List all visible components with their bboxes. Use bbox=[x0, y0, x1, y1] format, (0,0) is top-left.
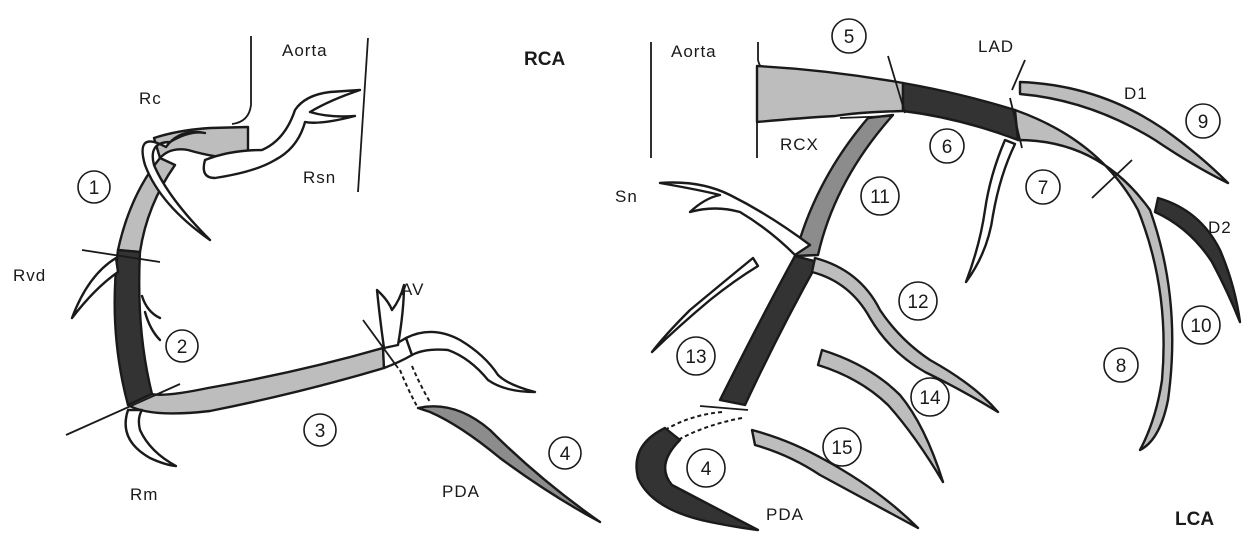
rca-aorta-wall-right bbox=[358, 38, 368, 192]
lca-segment-number-13: 13 bbox=[677, 337, 715, 375]
lca-panel: LCA Aorta LAD RCX Sn D1 D2 PDA 5 6 7 8 9 bbox=[615, 19, 1240, 530]
rca-posterolateral-branch bbox=[406, 332, 535, 392]
lca-label-rcx: RCX bbox=[780, 135, 819, 154]
lca-segment-7-8 bbox=[1015, 110, 1172, 450]
rca-segment-number-1: 1 bbox=[78, 171, 110, 203]
lca-segment-5-left-main bbox=[757, 66, 903, 122]
rca-title: RCA bbox=[524, 49, 565, 70]
lca-label-lad: LAD bbox=[978, 37, 1014, 56]
rca-label-av: AV bbox=[401, 280, 424, 299]
lca-segment-number-10: 10 bbox=[1182, 306, 1220, 344]
svg-text:4: 4 bbox=[560, 444, 571, 465]
lca-sinus-node-branch bbox=[660, 183, 810, 256]
svg-text:9: 9 bbox=[1198, 112, 1209, 133]
lca-segment-number-4: 4 bbox=[687, 449, 725, 487]
lca-segment-number-5: 5 bbox=[832, 19, 866, 53]
lca-label-aorta: Aorta bbox=[671, 42, 717, 61]
rca-segment-number-2: 2 bbox=[166, 330, 198, 362]
rca-label-rvd: Rvd bbox=[13, 266, 46, 285]
lca-segment-number-15: 15 bbox=[823, 428, 861, 466]
svg-text:4: 4 bbox=[701, 459, 712, 480]
lca-label-sn: Sn bbox=[615, 187, 638, 206]
lca-segment-number-11: 11 bbox=[861, 177, 899, 215]
rca-small-twigs bbox=[142, 296, 160, 340]
lca-septal-branch bbox=[966, 140, 1015, 282]
rca-segment-number-3: 3 bbox=[304, 414, 336, 446]
rca-marginal-branch bbox=[126, 410, 176, 466]
rca-segment-1 bbox=[118, 158, 175, 252]
svg-text:5: 5 bbox=[844, 27, 855, 48]
svg-text:6: 6 bbox=[942, 137, 953, 158]
lca-side-branch-13 bbox=[652, 258, 758, 352]
lca-obtuse-marginal-12 bbox=[812, 258, 998, 412]
svg-text:12: 12 bbox=[907, 292, 928, 313]
svg-text:14: 14 bbox=[919, 388, 941, 409]
svg-text:3: 3 bbox=[315, 421, 326, 442]
rca-pda-dashed-connection bbox=[400, 366, 430, 408]
lca-label-d1: D1 bbox=[1124, 84, 1148, 103]
svg-text:10: 10 bbox=[1190, 316, 1211, 337]
svg-text:11: 11 bbox=[870, 187, 890, 208]
lca-segment-number-14: 14 bbox=[911, 378, 949, 416]
rca-aorta-wall bbox=[232, 36, 251, 124]
svg-text:15: 15 bbox=[831, 438, 852, 459]
lca-marker-13-4 bbox=[700, 406, 748, 410]
lca-segment-number-12: 12 bbox=[899, 282, 937, 320]
svg-text:7: 7 bbox=[1038, 178, 1049, 199]
rca-label-pda: PDA bbox=[442, 482, 480, 501]
lca-segment-6 bbox=[903, 83, 1018, 140]
rca-segment-number-4: 4 bbox=[549, 437, 581, 469]
lca-label-d2: D2 bbox=[1208, 218, 1232, 237]
rca-label-rc: Rc bbox=[139, 89, 162, 108]
rca-panel: RCA Aorta Rc Rsn Rvd Rm AV PDA 1 2 3 4 bbox=[13, 36, 600, 522]
rca-av-node-branch bbox=[377, 285, 404, 348]
rca-right-ventricular-branch bbox=[72, 258, 118, 318]
rca-label-rsn: Rsn bbox=[303, 168, 336, 187]
lca-segment-number-7: 7 bbox=[1026, 170, 1060, 204]
lca-segment-number-8: 8 bbox=[1104, 348, 1138, 382]
lca-label-pda: PDA bbox=[766, 505, 804, 524]
rca-label-aorta: Aorta bbox=[282, 41, 328, 60]
rca-segment-2 bbox=[115, 250, 152, 405]
lca-title: LCA bbox=[1175, 509, 1214, 530]
svg-text:2: 2 bbox=[177, 337, 188, 358]
svg-text:1: 1 bbox=[89, 178, 100, 199]
svg-text:13: 13 bbox=[685, 347, 706, 368]
svg-text:8: 8 bbox=[1116, 356, 1127, 377]
rca-segment-3 bbox=[128, 348, 384, 413]
lca-segment-number-6: 6 bbox=[930, 129, 964, 163]
rca-label-rm: Rm bbox=[130, 485, 158, 504]
lca-segment-number-9: 9 bbox=[1186, 104, 1220, 138]
